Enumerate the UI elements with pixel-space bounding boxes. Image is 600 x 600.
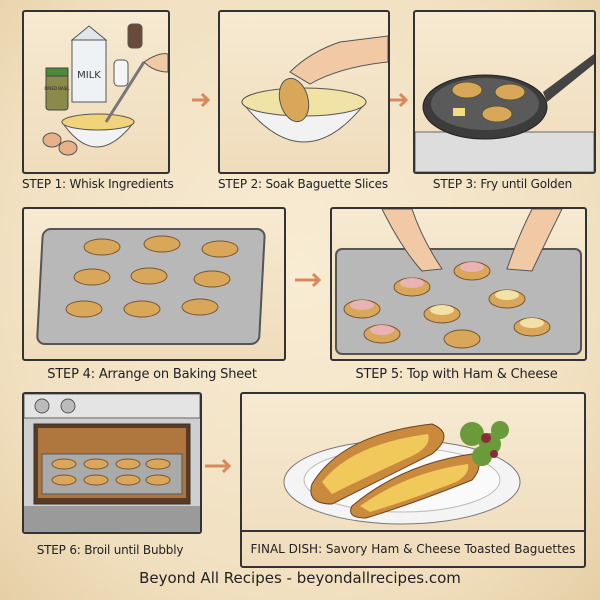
final-dish-caption: FINAL DISH: Savory Ham & Cheese Toasted … <box>250 542 576 556</box>
step-5-illustration <box>330 207 587 361</box>
footer-credit: Beyond All Recipes - beyondallrecipes.co… <box>139 569 461 587</box>
step-4-illustration <box>22 207 286 361</box>
step-1-caption: STEP 1: Whisk Ingredients <box>22 177 174 191</box>
step-2-illustration <box>218 10 390 174</box>
step-3-illustration <box>413 10 596 174</box>
step-3-caption: STEP 3: Fry until Golden <box>432 177 573 191</box>
step-1-illustration: MILK DRIED BASIL <box>22 10 170 174</box>
arrow-right-icon <box>390 92 409 108</box>
step-2-caption: STEP 2: Soak Baguette Slices <box>218 177 388 191</box>
step-6-caption: STEP 6: Broil until Bubbly <box>36 543 184 557</box>
step-5-caption: STEP 5: Top with Ham & Cheese <box>355 367 558 382</box>
arrow-right-icon <box>205 458 232 474</box>
final-dish-panel: FINAL DISH: Savory Ham & Cheese Toasted … <box>240 392 586 568</box>
svg-text:MILK: MILK <box>77 70 101 81</box>
arrow-right-icon <box>192 92 211 108</box>
svg-text:DRIED BASIL: DRIED BASIL <box>44 86 70 91</box>
step-4-caption: STEP 4: Arrange on Baking Sheet <box>47 367 257 382</box>
step-6-illustration <box>22 392 202 534</box>
arrow-right-icon <box>295 272 322 288</box>
